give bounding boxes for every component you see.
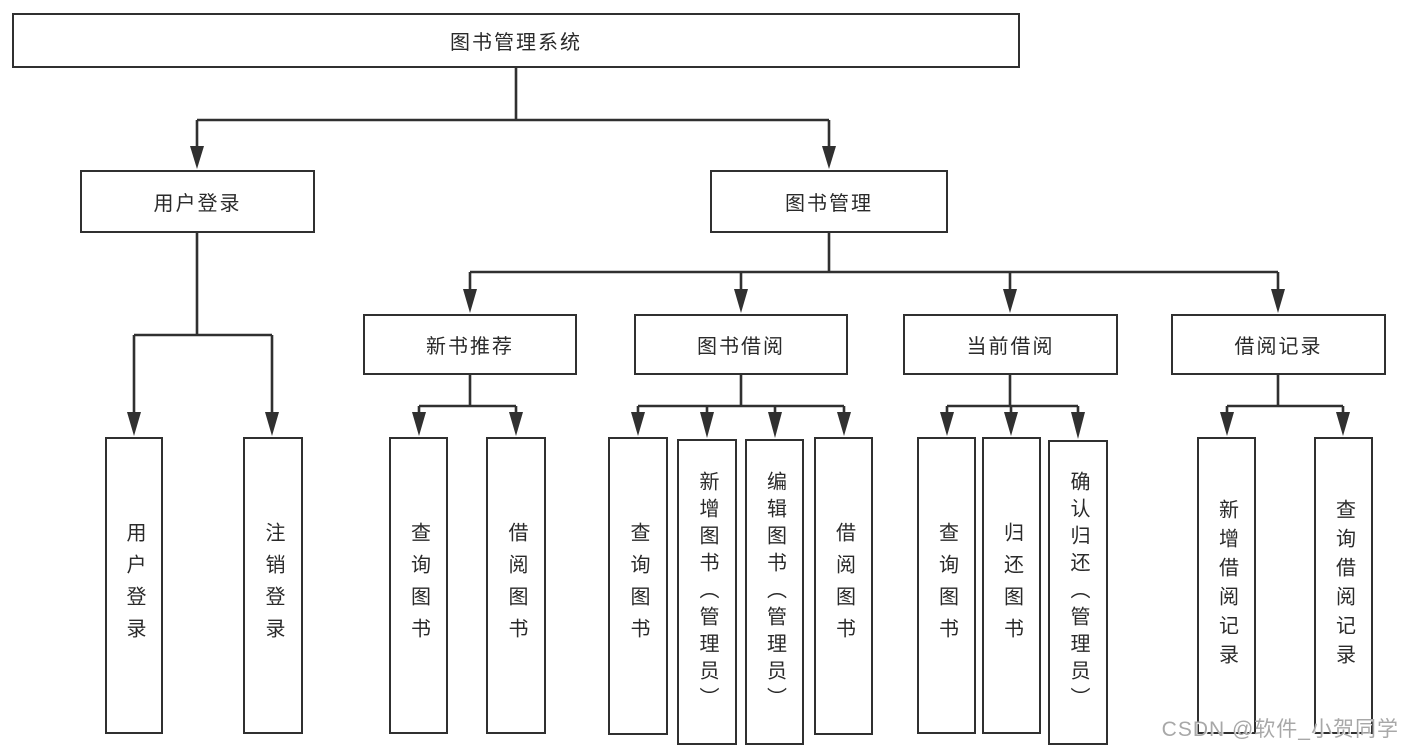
leaf-borrow-add-books-admin: 新增图书（管理员） [677, 439, 737, 745]
node-book-borrow: 图书借阅 [634, 314, 848, 375]
leaf-borrow-borrow-books: 借阅图书 [814, 437, 873, 735]
connector-records-to-leaves [1220, 375, 1350, 436]
connector-current-to-leaves [940, 375, 1085, 439]
leaf-records-add-record: 新增借阅记录 [1197, 437, 1256, 734]
leaf-borrow-query-books: 查询图书 [608, 437, 668, 735]
node-book-management-group: 图书管理 [710, 170, 948, 233]
node-borrow-records: 借阅记录 [1171, 314, 1386, 375]
connector-login-to-leaves [127, 233, 279, 436]
node-system-root: 图书管理系统 [12, 13, 1020, 68]
connector-management-to-level3 [463, 233, 1285, 313]
leaf-user-login: 用户登录 [105, 437, 163, 734]
node-user-login-group: 用户登录 [80, 170, 315, 233]
leaf-current-confirm-return-admin: 确认归还（管理员） [1048, 440, 1108, 745]
leaf-newbook-borrow-books: 借阅图书 [486, 437, 546, 734]
connector-root-to-level2 [190, 68, 836, 169]
connector-borrow-to-leaves [631, 375, 851, 438]
connector-newbook-to-leaves [412, 375, 523, 436]
leaf-newbook-query-books: 查询图书 [389, 437, 448, 734]
leaf-records-query-record: 查询借阅记录 [1314, 437, 1373, 734]
leaf-borrow-edit-books-admin: 编辑图书（管理员） [745, 439, 804, 745]
node-current-borrow: 当前借阅 [903, 314, 1118, 375]
leaf-logout: 注销登录 [243, 437, 303, 734]
node-new-book-recommend: 新书推荐 [363, 314, 577, 375]
leaf-current-query-books: 查询图书 [917, 437, 976, 734]
leaf-current-return-books: 归还图书 [982, 437, 1041, 734]
csdn-watermark: CSDN @软件_小贺同学 [1161, 718, 1399, 741]
